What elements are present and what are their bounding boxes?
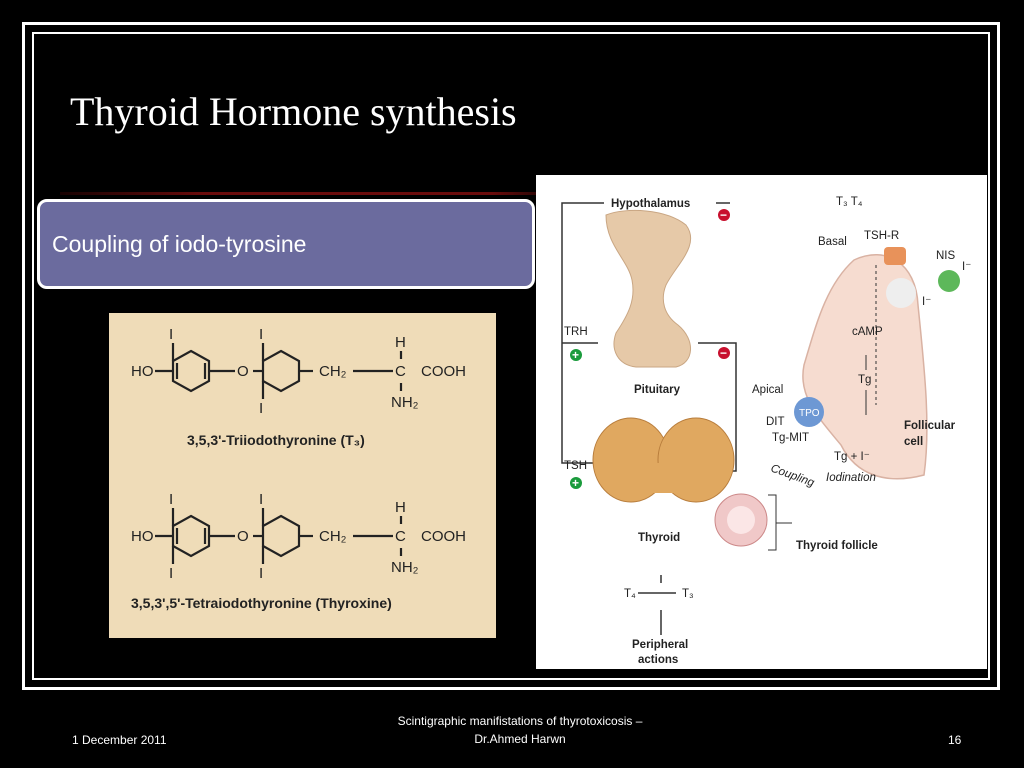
t4-i-right-upper: I <box>259 491 263 508</box>
label-peripheral: Peripheral <box>632 639 688 651</box>
label-camp: cAMP <box>852 326 883 338</box>
thyroid-axis-diagram: − + − + Hypothalamus TRH Pituitary TSH T… <box>536 175 987 669</box>
t4-ch2: CH₂ <box>319 528 347 545</box>
label-tg-plus-i: Tg + I⁻ <box>834 451 870 463</box>
label-iodination: Iodination <box>826 472 876 484</box>
slide-title: Thyroid Hormone synthesis <box>70 89 517 134</box>
label-tshr: TSH-R <box>864 230 899 242</box>
t4-nh2: NH₂ <box>391 559 419 576</box>
label-iodide-out: I⁻ <box>962 261 971 273</box>
title-underline <box>60 192 540 195</box>
t3-i-left: I <box>169 326 173 343</box>
label-actions: actions <box>638 654 678 666</box>
t4-ho: HO <box>131 528 154 545</box>
t4-i-right-lower: I <box>259 565 263 582</box>
t4-cooh: COOH <box>421 528 466 545</box>
label-dit: DIT <box>766 416 785 428</box>
chemical-structures-svg: HO O I I I CH₂ H C COOH NH₂ 3,5,3'-Triio… <box>131 326 466 611</box>
t3-h: H <box>395 334 406 351</box>
label-follicular: Follicular <box>904 420 956 432</box>
t3-i-upper: I <box>259 326 263 343</box>
t3-c: C <box>395 363 406 380</box>
label-basal: Basal <box>818 236 847 248</box>
label-cell: cell <box>904 436 923 448</box>
t4-structure <box>155 508 403 564</box>
tsh-receptor-icon <box>884 247 906 265</box>
label-coupling: Coupling <box>769 463 816 490</box>
label-apical: Apical <box>752 384 783 396</box>
label-tpo: TPO <box>799 408 820 419</box>
callout-box: Coupling of iodo-tyrosine <box>37 199 535 289</box>
label-tg: Tg <box>858 374 871 386</box>
label-hypothalamus: Hypothalamus <box>611 198 690 210</box>
t4-labels: HO O I I I I CH₂ H C COOH NH₂ 3,5,3',5'-… <box>131 491 466 611</box>
t3-o: O <box>237 363 249 380</box>
thyroid-gland <box>592 417 735 503</box>
sign-plus-trh: + <box>572 348 579 362</box>
label-nis: NIS <box>936 250 956 262</box>
chemical-structures-panel: HO O I I I CH₂ H C COOH NH₂ 3,5,3'-Triio… <box>109 313 496 638</box>
slide-inner-border <box>32 32 990 680</box>
t3-name: 3,5,3'-Triiodothyronine (T₃) <box>187 432 365 448</box>
callout-text: Coupling of iodo-tyrosine <box>52 230 307 257</box>
footer-title-line1: Scintigraphic manifistations of thyrotox… <box>397 714 643 728</box>
t3-ch2: CH₂ <box>319 363 347 380</box>
t4-h: H <box>395 499 406 516</box>
nis-transporter-icon <box>938 270 960 292</box>
footer-date: 1 December 2011 <box>72 733 167 747</box>
label-tg-mit: Tg-MIT <box>772 432 809 444</box>
t3-structure <box>155 343 403 399</box>
label-t4: T₄ <box>624 588 636 600</box>
label-t3: T₃ <box>682 588 694 600</box>
t4-i-left-lower: I <box>169 565 173 582</box>
t4-name: 3,5,3',5'-Tetraiodothyronine (Thyroxine) <box>131 595 392 611</box>
label-t3-t4-top: T₃ T₄ <box>836 196 863 208</box>
t4-c: C <box>395 528 406 545</box>
label-pituitary: Pituitary <box>634 384 681 396</box>
label-thyroid: Thyroid <box>638 532 680 544</box>
sign-plus-tsh: + <box>572 476 579 490</box>
thyroid-axis-svg: − + − + Hypothalamus TRH Pituitary TSH T… <box>561 196 971 666</box>
feedback-signs: − + − + <box>570 208 730 490</box>
label-tsh: TSH <box>564 460 587 472</box>
sign-minus-pituitary: − <box>720 346 727 360</box>
t3-labels: HO O I I I CH₂ H C COOH NH₂ 3,5,3'-Triio… <box>131 326 466 448</box>
slide-outer-border <box>22 22 1000 690</box>
t3-ho: HO <box>131 363 154 380</box>
footer-title-line2: Dr.Ahmed Harwn <box>474 732 566 746</box>
t4-i-left-upper: I <box>169 491 173 508</box>
label-trh: TRH <box>564 326 588 338</box>
label-thyroid-follicle: Thyroid follicle <box>796 540 878 552</box>
footer-center: Scintigraphic manifistations of thyrotox… <box>370 712 670 748</box>
slide-number: 16 <box>948 733 962 747</box>
t3-i-lower: I <box>259 400 263 417</box>
follicular-cell-shape <box>802 254 928 480</box>
hypothalamus-shape <box>605 209 692 368</box>
sign-minus-hypothalamus: − <box>720 208 727 222</box>
t3-cooh: COOH <box>421 363 466 380</box>
nucleus <box>886 278 916 308</box>
follicle-lumen <box>727 506 755 534</box>
tpo-enzyme-icon <box>794 397 824 427</box>
t4-o: O <box>237 528 249 545</box>
t3-nh2: NH₂ <box>391 394 419 411</box>
label-iodide-in: I⁻ <box>922 296 931 308</box>
